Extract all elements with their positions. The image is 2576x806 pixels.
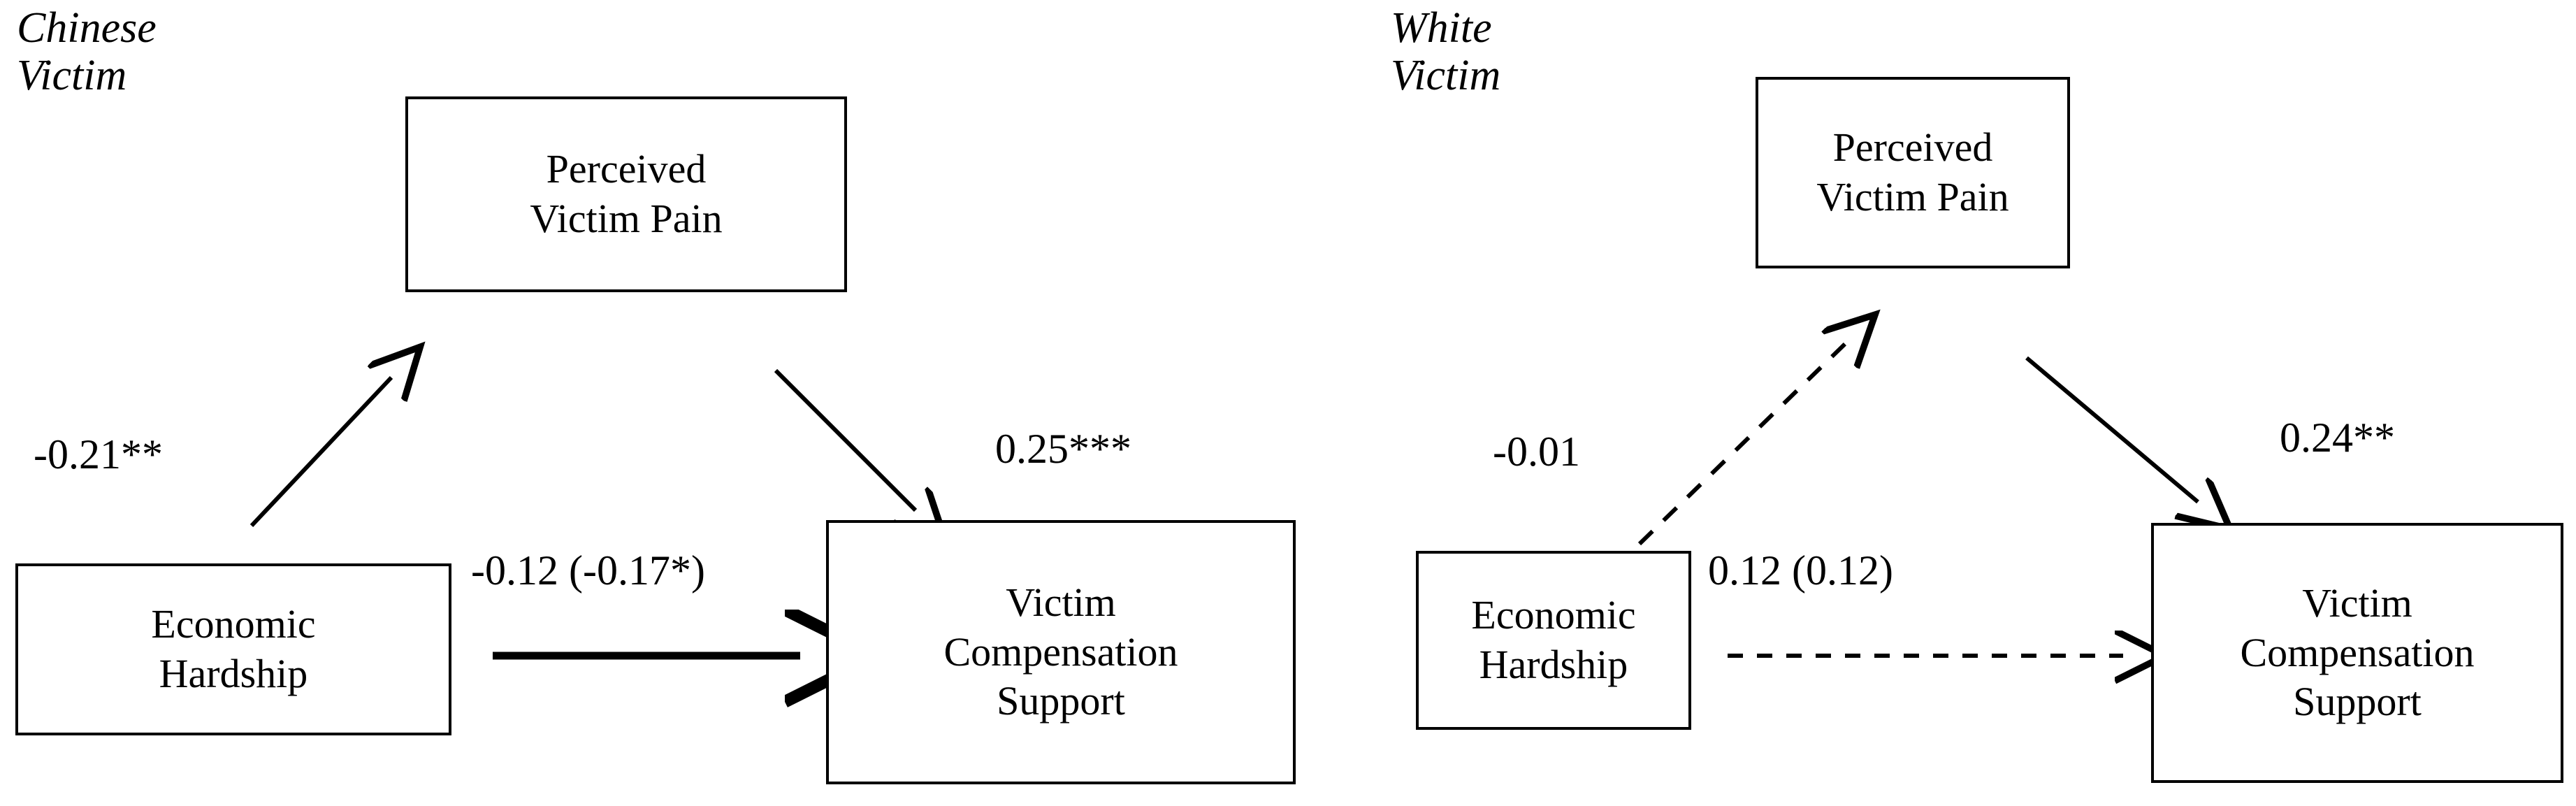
edge-label-chinese-b-path: 0.25*** xyxy=(995,426,1131,472)
panel-label-chinese-victim: Chinese Victim xyxy=(17,4,157,100)
edge-chinese-a-path xyxy=(249,377,391,528)
edge-white-b-path xyxy=(2025,356,2198,502)
node-chinese-economic-hardship-text: Economic Hardship xyxy=(151,601,316,696)
panel-label-white-victim: White Victim xyxy=(1391,4,1501,100)
edge-label-white-c-path: 0.12 (0.12) xyxy=(1708,547,1893,593)
node-white-perceived-victim-pain: Perceived Victim Pain xyxy=(1756,77,2070,268)
edge-label-white-a-path: -0.01 xyxy=(1493,429,1580,475)
node-chinese-victim-compensation-support-text: Victim Compensation Support xyxy=(943,579,1178,724)
node-white-victim-compensation-support: Victim Compensation Support xyxy=(2151,523,2563,783)
node-white-perceived-victim-pain-text: Perceived Victim Pain xyxy=(1816,124,2009,220)
node-white-victim-compensation-support-text: Victim Compensation Support xyxy=(2240,580,2475,725)
node-chinese-perceived-victim-pain-text: Perceived Victim Pain xyxy=(530,146,723,241)
edge-label-chinese-a-path: -0.21** xyxy=(34,431,163,477)
edge-label-chinese-c-path: -0.12 (-0.17*) xyxy=(471,547,705,593)
edge-label-white-b-path: 0.24** xyxy=(2280,415,2395,461)
node-chinese-victim-compensation-support: Victim Compensation Support xyxy=(826,520,1296,784)
node-white-economic-hardship: Economic Hardship xyxy=(1416,551,1691,730)
node-chinese-perceived-victim-pain: Perceived Victim Pain xyxy=(405,96,847,292)
node-white-economic-hardship-text: Economic Hardship xyxy=(1471,592,1636,687)
node-chinese-economic-hardship: Economic Hardship xyxy=(15,563,451,735)
edge-white-a-path xyxy=(1637,344,1845,546)
edge-chinese-b-path xyxy=(774,368,916,510)
